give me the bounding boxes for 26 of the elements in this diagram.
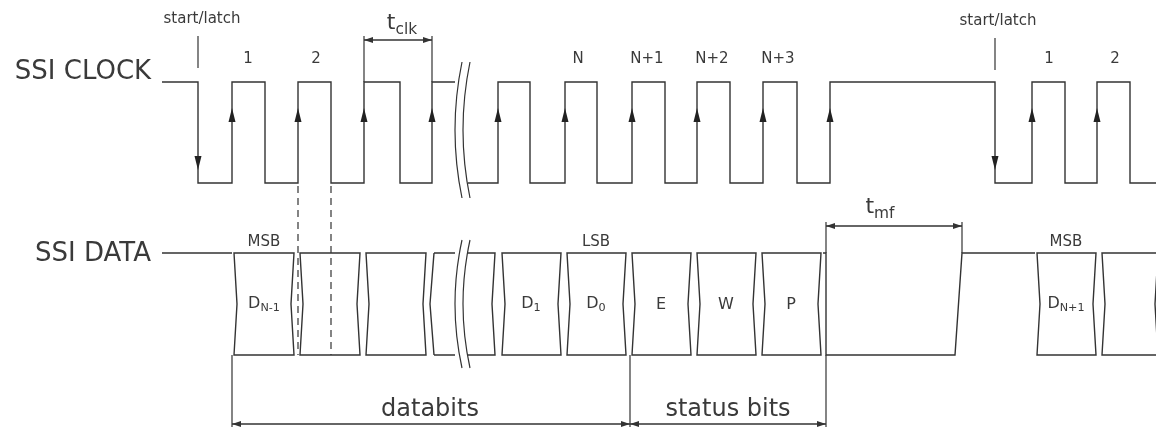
clock-number: N <box>572 49 584 67</box>
bit-group-label: status bits <box>665 394 791 422</box>
clock-number: N+3 <box>761 49 795 67</box>
bit-label: D$_{N+1}$ <box>1047 293 1085 315</box>
timing-label: start/latch <box>959 11 1037 29</box>
bit-label: D$_{N-1}$ <box>248 293 280 315</box>
clock-number: 1 <box>243 49 253 67</box>
clock-number: 2 <box>311 49 321 67</box>
clock-number: 2 <box>1110 49 1120 67</box>
bit-label: P <box>786 295 796 313</box>
bit-order-label: MSB <box>247 232 281 250</box>
bit-order-label: LSB <box>581 232 611 250</box>
bit-label: D$_{1}$ <box>521 293 541 315</box>
signal-name: SSI CLOCK <box>14 55 152 85</box>
bit-order-label: MSB <box>1049 232 1083 250</box>
clock-number: 1 <box>1044 49 1054 67</box>
signal-name: SSI DATA <box>35 237 151 267</box>
bit-label: E <box>655 295 667 313</box>
clock-number: N+2 <box>695 49 729 67</box>
bit-label: D$_{0}$ <box>586 293 606 315</box>
period-label: t$_{clk}$ <box>386 10 418 38</box>
timing-label: start/latch <box>163 9 241 27</box>
period-label: t$_{mf}$ <box>865 194 895 222</box>
bit-label: W <box>718 295 734 313</box>
clock-number: N+1 <box>630 49 664 67</box>
bit-group-label: databits <box>381 394 479 422</box>
